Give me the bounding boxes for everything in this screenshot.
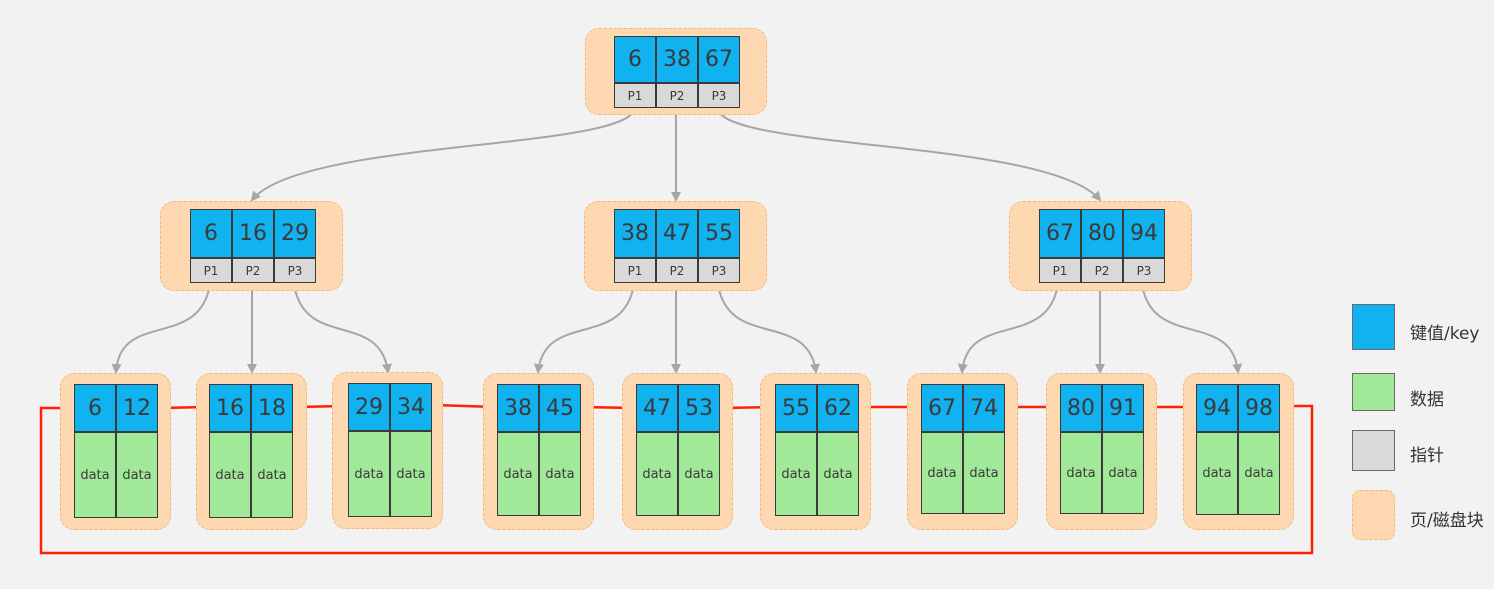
tree-edge-i1-p3 bbox=[293, 283, 392, 374]
leaf-4-key-2: 45 bbox=[539, 384, 581, 432]
legend-key-label: 键值/key bbox=[1410, 324, 1480, 344]
leaf-page-3: 29 34 data data bbox=[332, 372, 443, 529]
internal-3-key-3: 94 bbox=[1123, 209, 1165, 258]
internal-3-pointer-1: P1 bbox=[1039, 258, 1081, 283]
internal-2-pointer-2: P2 bbox=[656, 258, 698, 283]
root-pointer-1: P1 bbox=[614, 83, 656, 108]
leaf-8-key-2: 91 bbox=[1102, 384, 1144, 432]
leaf-2-key-2: 18 bbox=[251, 384, 293, 432]
leaf-page-1: 6 12 data data bbox=[60, 373, 171, 530]
leaf-8-key-1: 80 bbox=[1060, 384, 1102, 432]
tree-edge-root-p1 bbox=[250, 109, 635, 202]
internal-1-pointer-2: P2 bbox=[232, 258, 274, 283]
leaf-1-data-1: data bbox=[74, 432, 116, 518]
leaf-5-data-2: data bbox=[678, 432, 720, 516]
leaf-6-key-2: 62 bbox=[817, 384, 859, 432]
internal-2-key-3: 55 bbox=[698, 209, 740, 258]
leaf-page-6: 55 62 data data bbox=[760, 373, 871, 530]
root-pointer-2: P2 bbox=[656, 83, 698, 108]
leaf-4-data-2: data bbox=[539, 432, 581, 516]
leaf-6-data-2: data bbox=[817, 432, 859, 516]
leaf-3-data-1: data bbox=[348, 431, 390, 517]
leaf-4-data-1: data bbox=[497, 432, 539, 516]
tree-edge-i3-p3 bbox=[1141, 283, 1243, 374]
internal-2-pointer-1: P1 bbox=[614, 258, 656, 283]
leaf-1-key-1: 6 bbox=[74, 384, 116, 432]
internal-2-key-2: 47 bbox=[656, 209, 698, 258]
leaf-9-key-2: 98 bbox=[1238, 384, 1280, 432]
internal-2-pointer-3: P3 bbox=[698, 258, 740, 283]
leaf-2-key-1: 16 bbox=[209, 384, 251, 432]
internal-2-key-1: 38 bbox=[614, 209, 656, 258]
leaf-page-4: 38 45 data data bbox=[483, 373, 594, 530]
leaf-page-8: 80 91 data data bbox=[1046, 373, 1157, 530]
leaf-page-2: 16 18 data data bbox=[196, 373, 307, 530]
legend-data-label: 数据 bbox=[1410, 390, 1444, 410]
leaf-8-data-2: data bbox=[1102, 432, 1144, 514]
internal-page-3: 67 80 94 P1 P2 P3 bbox=[1009, 201, 1192, 291]
tree-edge-i2-p3 bbox=[717, 283, 820, 374]
internal-1-pointer-1: P1 bbox=[190, 258, 232, 283]
root-pointer-3: P3 bbox=[698, 83, 740, 108]
root-key-3: 67 bbox=[698, 36, 740, 83]
legend-page-swatch bbox=[1352, 490, 1395, 540]
leaf-5-key-1: 47 bbox=[636, 384, 678, 432]
root-key-2: 38 bbox=[656, 36, 698, 83]
leaf-page-5: 47 53 data data bbox=[622, 373, 733, 530]
leaf-6-data-1: data bbox=[775, 432, 817, 516]
legend-pointer-swatch bbox=[1352, 430, 1395, 471]
internal-1-key-1: 6 bbox=[190, 209, 232, 258]
root-key-1: 6 bbox=[614, 36, 656, 83]
legend-page-label: 页/磁盘块 bbox=[1410, 511, 1484, 531]
leaf-8-data-1: data bbox=[1060, 432, 1102, 514]
leaf-7-key-1: 67 bbox=[921, 384, 963, 432]
tree-edge-root-p3 bbox=[717, 109, 1102, 202]
leaf-9-data-2: data bbox=[1238, 432, 1280, 515]
internal-1-key-2: 16 bbox=[232, 209, 274, 258]
leaf-6-key-1: 55 bbox=[775, 384, 817, 432]
leaf-5-key-2: 53 bbox=[678, 384, 720, 432]
leaf-7-key-2: 74 bbox=[963, 384, 1005, 432]
leaf-4-key-1: 38 bbox=[497, 384, 539, 432]
leaf-7-data-2: data bbox=[963, 432, 1005, 514]
internal-3-key-1: 67 bbox=[1039, 209, 1081, 258]
leaf-page-9: 94 98 data data bbox=[1183, 373, 1294, 530]
legend-data-swatch bbox=[1352, 373, 1395, 411]
tree-edge-i3-p1 bbox=[957, 283, 1059, 374]
legend-pointer-label: 指针 bbox=[1410, 446, 1444, 466]
internal-page-2: 38 47 55 P1 P2 P3 bbox=[584, 201, 767, 291]
internal-1-key-3: 29 bbox=[274, 209, 316, 258]
root-page: 6 38 67 P1 P2 P3 bbox=[585, 28, 767, 115]
leaf-9-key-1: 94 bbox=[1196, 384, 1238, 432]
leaf-1-key-2: 12 bbox=[116, 384, 158, 432]
internal-3-pointer-3: P3 bbox=[1123, 258, 1165, 283]
leaf-2-data-1: data bbox=[209, 432, 251, 518]
internal-3-pointer-2: P2 bbox=[1081, 258, 1123, 283]
tree-edge-i2-p1 bbox=[533, 283, 635, 374]
leaf-2-data-2: data bbox=[251, 432, 293, 518]
internal-1-pointer-3: P3 bbox=[274, 258, 316, 283]
leaf-3-key-1: 29 bbox=[348, 383, 390, 431]
leaf-page-7: 67 74 data data bbox=[907, 373, 1018, 530]
tree-edge-i1-p1 bbox=[111, 283, 211, 374]
leaf-3-key-2: 34 bbox=[390, 383, 432, 431]
leaf-1-data-2: data bbox=[116, 432, 158, 518]
internal-3-key-2: 80 bbox=[1081, 209, 1123, 258]
legend-key-swatch bbox=[1352, 304, 1395, 350]
internal-page-1: 6 16 29 P1 P2 P3 bbox=[160, 201, 343, 291]
leaf-5-data-1: data bbox=[636, 432, 678, 516]
leaf-3-data-2: data bbox=[390, 431, 432, 517]
leaf-9-data-1: data bbox=[1196, 432, 1238, 515]
leaf-7-data-1: data bbox=[921, 432, 963, 514]
